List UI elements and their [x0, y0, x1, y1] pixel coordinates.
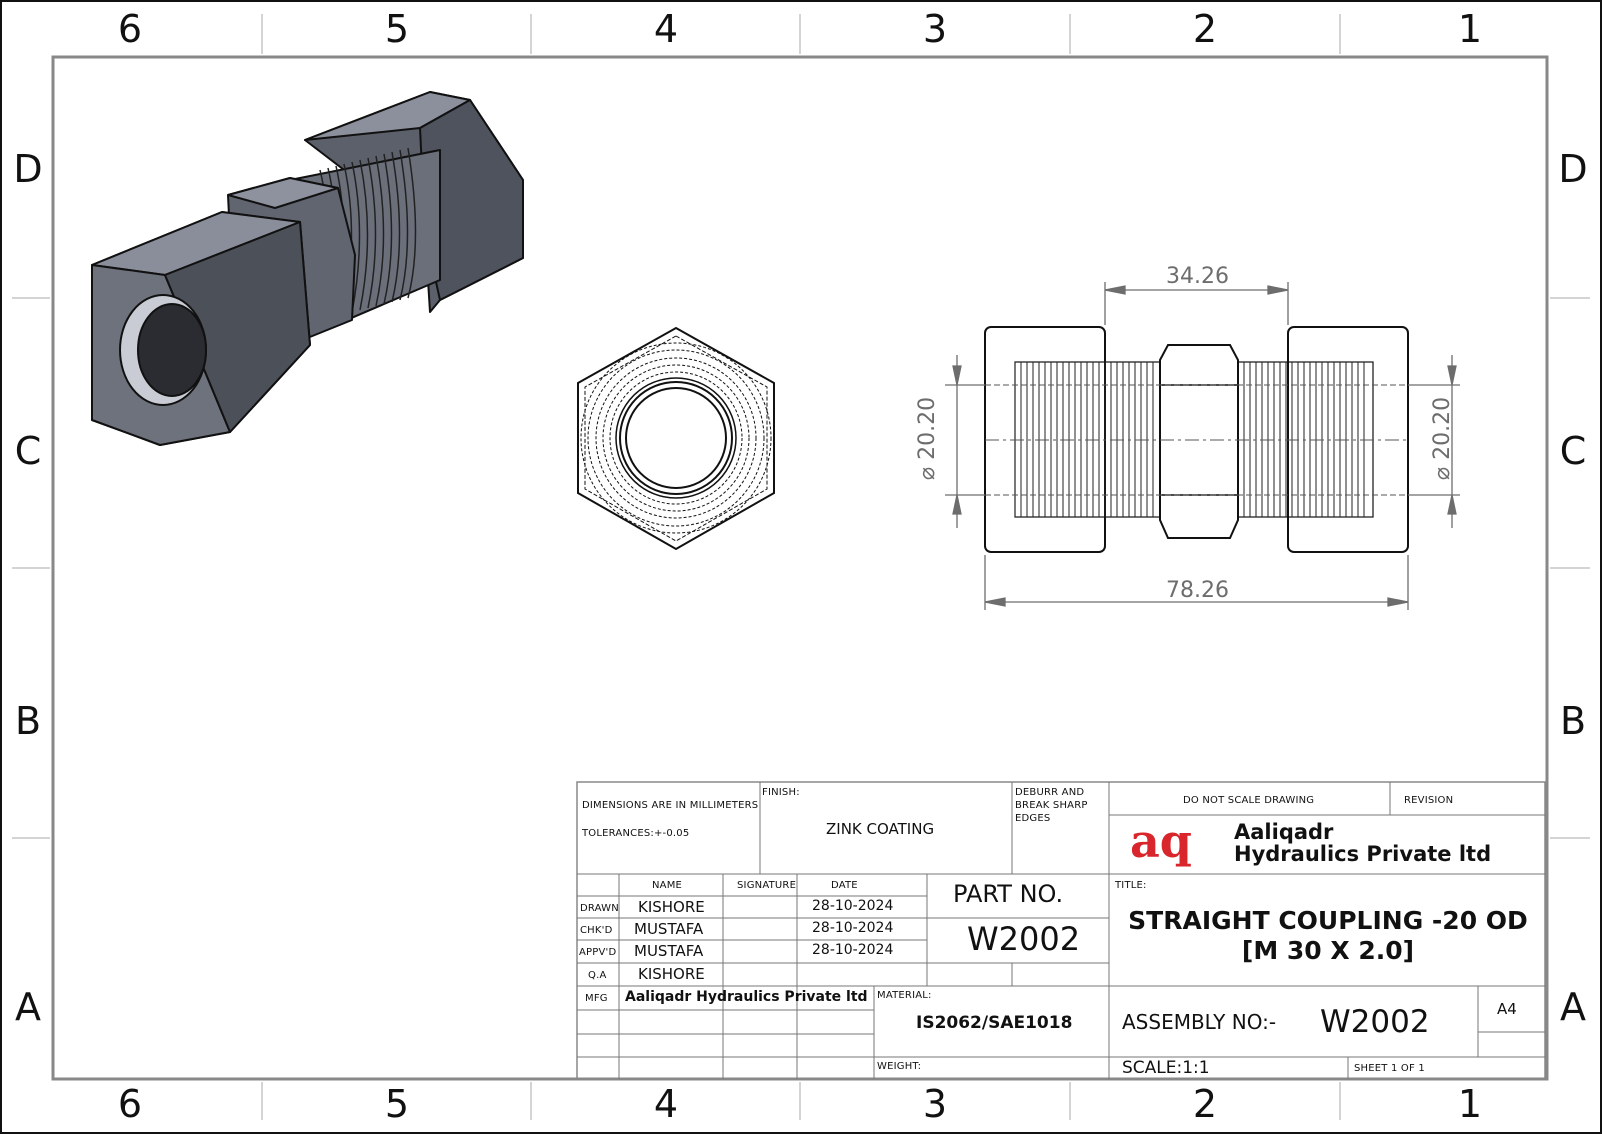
zone-col-3-top: 3 [922, 7, 948, 51]
role-checked: CHK'D [580, 925, 613, 936]
company-name-line2: Hydraulics Private ltd [1234, 842, 1492, 866]
assembly-value: W2002 [1320, 1004, 1430, 1040]
material-value: IS2062/SAE1018 [916, 1013, 1073, 1033]
hidden-lines [985, 384, 1408, 496]
mfg-label: MFG [585, 993, 608, 1004]
scale-note: SCALE:1:1 [1122, 1058, 1210, 1078]
date-header: DATE [831, 880, 858, 891]
zone-col-5-bottom: 5 [384, 1082, 410, 1126]
title-block-grid [576, 781, 1546, 1080]
approved-name: MUSTAFA [634, 942, 704, 960]
zone-row-a-left: A [15, 985, 41, 1029]
zone-ticks [12, 14, 1590, 1120]
role-approved: APPV'D [579, 947, 617, 958]
role-drawn: DRAWN [580, 903, 619, 914]
zone-col-6-top: 6 [117, 7, 143, 51]
zone-col-4-top: 4 [653, 7, 679, 51]
logo-mark: aq [1130, 814, 1192, 868]
dimension-overall-length: 78.26 [1166, 578, 1229, 603]
qa-name: KISHORE [638, 965, 705, 983]
deburr-note-2: BREAK SHARP [1015, 800, 1088, 811]
zone-row-c-left: C [14, 429, 42, 473]
checked-date: 28-10-2024 [812, 920, 894, 936]
finish-value: ZINK COATING [826, 820, 935, 838]
drawn-date: 28-10-2024 [812, 898, 894, 914]
deburr-note-3: EDGES [1015, 813, 1051, 824]
title-line-2: [M 30 X 2.0] [1241, 936, 1415, 965]
weight-label: WEIGHT: [877, 1061, 922, 1072]
assembly-label: ASSEMBLY NO:- [1122, 1010, 1277, 1034]
zone-col-1-top: 1 [1457, 7, 1483, 51]
dimension-bore-left: ⌀ 20.20 [915, 396, 941, 481]
zone-col-5-top: 5 [384, 7, 410, 51]
isometric-view [91, 91, 524, 446]
company-logo: aq [1130, 818, 1192, 864]
dimension-bore-right: ⌀ 20.20 [1430, 396, 1456, 481]
name-header: NAME [652, 880, 683, 891]
company-name-line1: Aaliqadr [1234, 820, 1334, 844]
zone-row-b-right: B [1559, 699, 1587, 743]
sheet-size: A4 [1497, 1000, 1517, 1018]
zone-row-a-right: A [1560, 985, 1586, 1029]
mfg-value: Aaliqadr Hydraulics Private ltd [625, 989, 868, 1005]
sheet-number: SHEET 1 OF 1 [1354, 1063, 1425, 1074]
checked-name: MUSTAFA [634, 920, 704, 938]
zone-row-b-left: B [14, 699, 42, 743]
zone-row-d-left: D [13, 147, 43, 191]
part-no-value: W2002 [967, 920, 1081, 958]
end-view [577, 326, 775, 551]
title-label: TITLE: [1115, 880, 1147, 891]
approved-date: 28-10-2024 [812, 942, 894, 958]
zone-col-2-top: 2 [1192, 7, 1218, 51]
zone-col-3-bottom: 3 [922, 1082, 948, 1126]
zone-col-6-bottom: 6 [117, 1082, 143, 1126]
zone-col-1-bottom: 1 [1457, 1082, 1483, 1126]
deburr-note-1: DEBURR AND [1015, 787, 1085, 798]
finish-label: FINISH: [762, 787, 800, 798]
dimension-lines [945, 282, 1460, 610]
title-line-1: STRAIGHT COUPLING -20 OD [1128, 906, 1528, 935]
do-not-scale-note: DO NOT SCALE DRAWING [1183, 795, 1315, 806]
part-no-label: PART NO. [953, 880, 1064, 908]
material-label: MATERIAL: [877, 990, 932, 1001]
zone-col-4-bottom: 4 [653, 1082, 679, 1126]
zone-row-c-right: C [1559, 429, 1587, 473]
revision-label: REVISION [1404, 795, 1454, 806]
zone-col-2-bottom: 2 [1192, 1082, 1218, 1126]
tolerances-note: TOLERANCES:+-0.05 [582, 828, 690, 839]
drawn-name: KISHORE [638, 898, 705, 916]
role-qa: Q.A [588, 970, 607, 981]
signature-header: SIGNATURE [737, 880, 797, 891]
dimension-top-width: 34.26 [1166, 264, 1229, 289]
zone-row-d-right: D [1558, 147, 1588, 191]
units-note: DIMENSIONS ARE IN MILLIMETERS [582, 800, 759, 811]
